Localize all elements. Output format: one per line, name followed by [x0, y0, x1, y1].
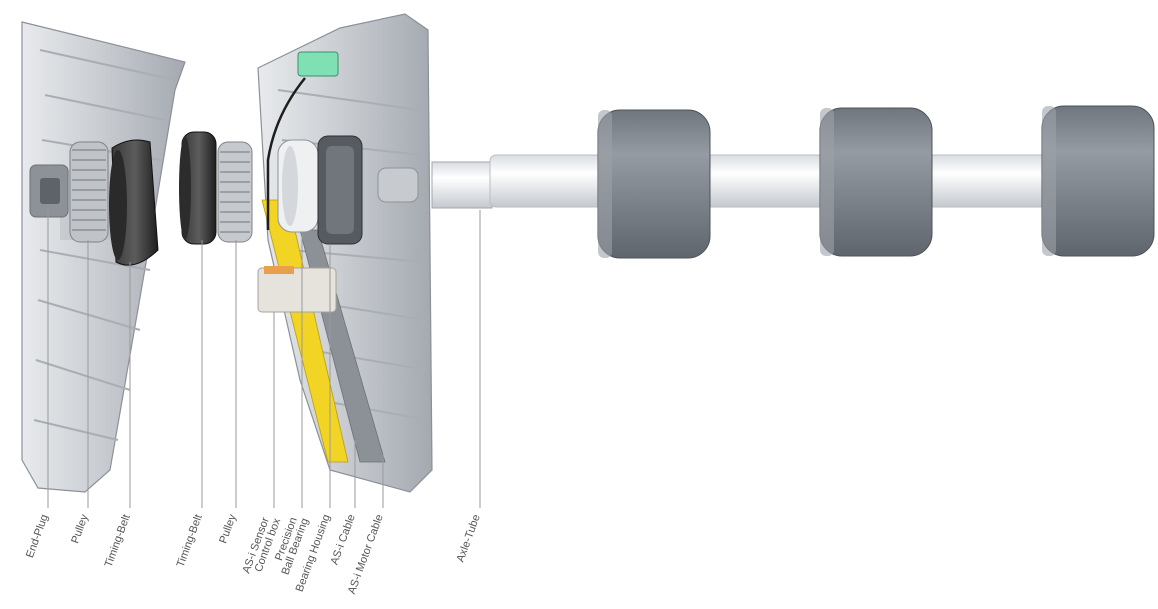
- timing-belt-1-part: [109, 139, 159, 266]
- right-housing-profile: [257, 13, 433, 493]
- timing-belt-2-part: [179, 131, 217, 245]
- ball-bearing-part: [277, 139, 319, 233]
- label-timing-belt-1: Timing-Belt: [103, 513, 133, 569]
- label-asi-cable: AS-i Cable: [329, 513, 358, 567]
- callout-labels: End-Plug Pulley Timing-Belt Timing-Belt …: [24, 512, 483, 595]
- label-timing-belt-2: Timing-Belt: [175, 513, 205, 569]
- end-plug-part: [29, 164, 69, 218]
- label-axle-tube: Axle-Tube: [455, 513, 483, 564]
- bearing-housing-part: [317, 135, 363, 245]
- roller-1: [597, 109, 711, 259]
- sensor-control-box-part: [257, 51, 339, 313]
- label-pulley-1: Pulley: [69, 512, 91, 545]
- pulley-1-part: [69, 141, 109, 243]
- roller-3: [1041, 105, 1155, 257]
- label-pulley-2: Pulley: [217, 512, 239, 545]
- left-housing-profile: [21, 21, 186, 493]
- label-end-plug: End-Plug: [24, 513, 51, 560]
- roller-2: [819, 107, 933, 257]
- pulley-2-part: [217, 141, 253, 243]
- leader-lines: [47, 210, 481, 508]
- end-stub-part: [377, 167, 419, 203]
- axle-tube-part: [431, 154, 1111, 209]
